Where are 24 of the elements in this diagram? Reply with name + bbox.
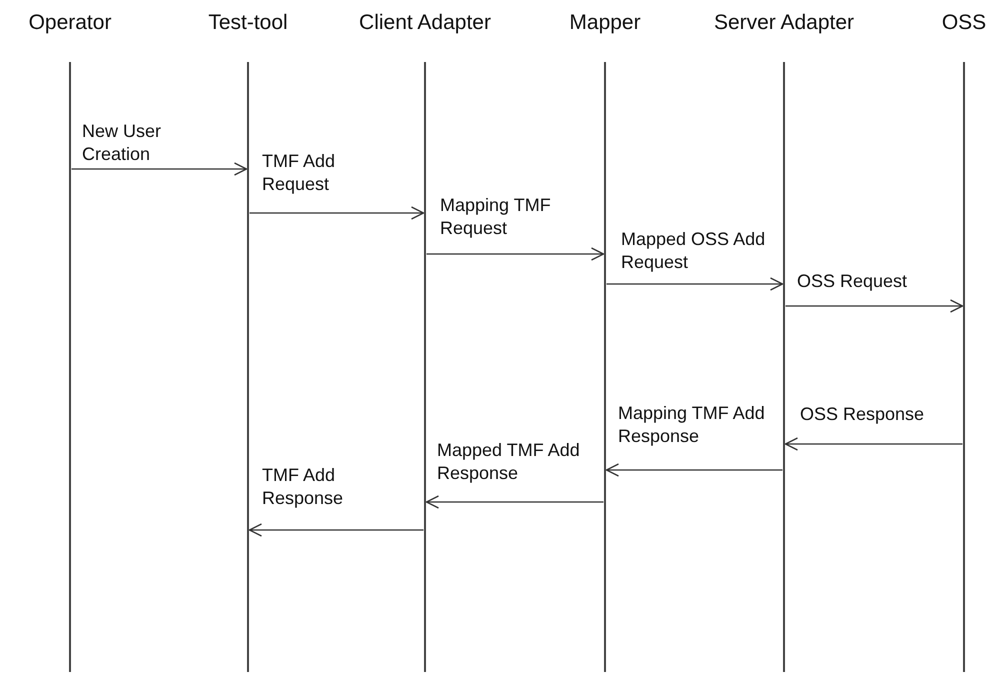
arrow [786, 299, 964, 313]
edge-label: Mapping TMF Request [440, 194, 552, 240]
participant-name: Client Adapter [359, 10, 491, 36]
arrow [606, 277, 784, 291]
edge-label: TMF Add Response [262, 464, 344, 510]
edge-label: OSS Request [797, 270, 908, 293]
participant-name: OSS [942, 10, 986, 36]
participant-name: Operator [28, 10, 112, 36]
arrow [426, 495, 604, 509]
arrow [248, 523, 424, 537]
arrow [72, 162, 248, 176]
edge-label: OSS Response [800, 403, 924, 426]
arrow [606, 463, 782, 477]
edge-label: New User Creation [82, 120, 162, 166]
participant-name: Mapper [569, 10, 641, 36]
edge-label: Mapping TMF Add Response [618, 402, 766, 448]
arrow [250, 206, 424, 220]
arrow [426, 247, 604, 261]
arrow [784, 437, 962, 451]
edge-label: TMF Add Request [262, 150, 336, 196]
participant-name: Server Adapter [714, 10, 854, 36]
edge-label: Mapped TMF Add Response [437, 439, 581, 485]
edge-label: Mapped OSS Add Request [621, 228, 766, 274]
participant-name: Test-tool [208, 10, 288, 36]
